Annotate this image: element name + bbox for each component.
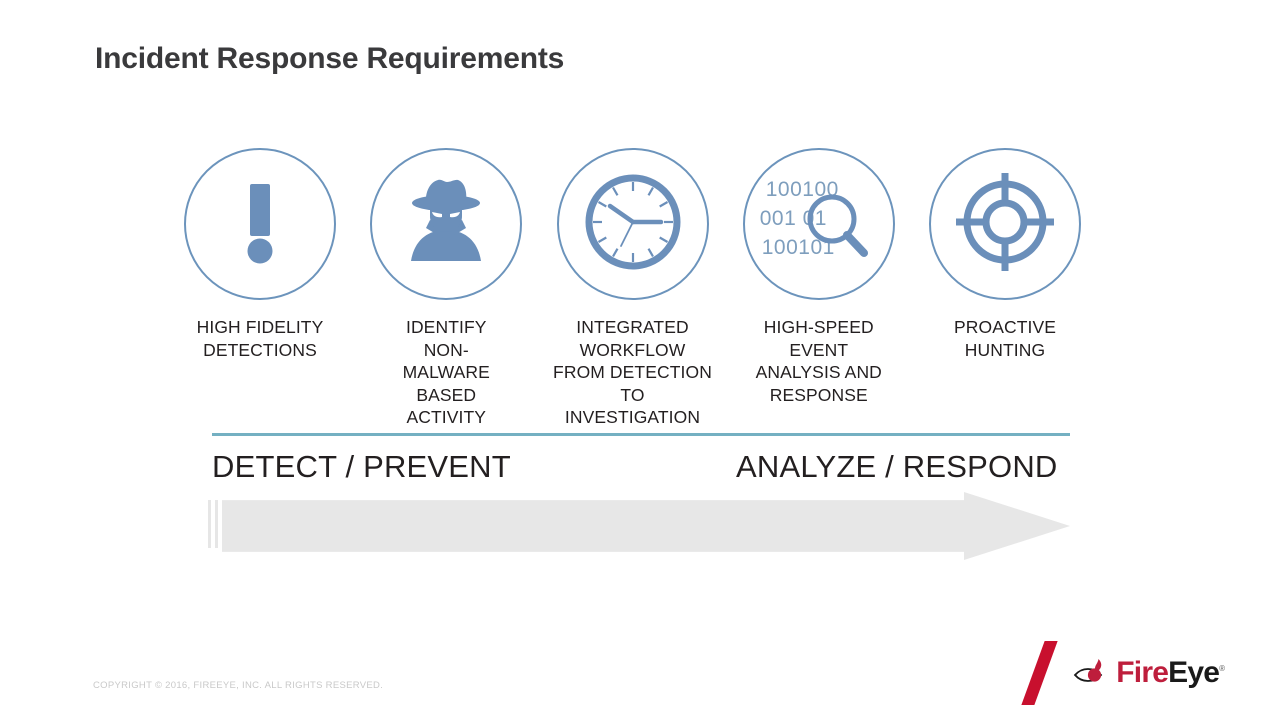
binary-magnifier-icon: 100100 001 01 100101 xyxy=(760,176,878,272)
clock-icon xyxy=(581,170,685,279)
phase-label-detect-prevent: DETECT / PREVENT xyxy=(212,449,511,484)
requirement-label: IDENTIFY NON-MALWARE BASED ACTIVITY xyxy=(402,317,490,427)
icon-circle xyxy=(370,148,523,300)
binary-row-1: 100100 xyxy=(765,178,839,201)
icon-circle xyxy=(556,148,709,300)
fireeye-logo: FireEye® xyxy=(1029,643,1225,703)
requirement-label: INTEGRATED WORKFLOW FROM DETECTION TO IN… xyxy=(553,317,712,427)
crosshair-target-icon xyxy=(952,169,1058,280)
phase-label-analyze-respond: ANALYZE / RESPOND xyxy=(736,449,1058,484)
icon-circle xyxy=(929,148,1081,300)
requirement-item-proactive-hunting: PROACTIVE HUNTING xyxy=(915,148,1095,361)
binary-row-3: 100101 xyxy=(761,236,835,259)
logo-text-eye: Eye xyxy=(1168,656,1220,689)
requirements-row: HIGH FIDELITY DETECTIONS xyxy=(170,148,1095,429)
spy-detective-icon xyxy=(392,168,500,281)
icon-circle xyxy=(184,148,336,300)
arrow-tail-tick-1 xyxy=(208,500,211,548)
icon-circle: 100100 001 01 100101 xyxy=(742,148,895,300)
logo-slash-icon xyxy=(1029,643,1063,703)
logo-wordmark: FireEye® xyxy=(1116,656,1225,690)
arrow-body xyxy=(222,492,1070,560)
requirement-item-high-speed-event-analysis: 100100 001 01 100101 HIGH-SPEED EVENT AN… xyxy=(729,148,909,406)
requirement-item-identify-non-malware: IDENTIFY NON-MALWARE BASED ACTIVITY xyxy=(356,148,536,429)
arrow-right-icon xyxy=(222,492,1070,560)
process-arrow xyxy=(208,492,1070,560)
requirement-label: PROACTIVE HUNTING xyxy=(953,317,1057,360)
exclamation-mark-icon xyxy=(205,167,315,282)
page-title: Incident Response Requirements xyxy=(95,42,565,75)
requirement-item-high-fidelity-detections: HIGH FIDELITY DETECTIONS xyxy=(170,148,350,361)
eye-flame-icon xyxy=(1073,654,1113,693)
logo-text-fire: Fire xyxy=(1116,656,1169,689)
registered-trademark-icon: ® xyxy=(1219,664,1225,673)
arrow-tail-tick-2 xyxy=(215,500,218,548)
requirement-item-integrated-workflow: INTEGRATED WORKFLOW FROM DETECTION TO IN… xyxy=(543,148,723,429)
requirement-label: HIGH-SPEED EVENT ANALYSIS AND RESPONSE xyxy=(755,317,882,405)
requirement-label: HIGH FIDELITY DETECTIONS xyxy=(196,317,324,360)
copyright-text: COPYRIGHT © 2016, FIREEYE, INC. ALL RIGH… xyxy=(93,680,384,691)
section-divider xyxy=(212,433,1070,436)
